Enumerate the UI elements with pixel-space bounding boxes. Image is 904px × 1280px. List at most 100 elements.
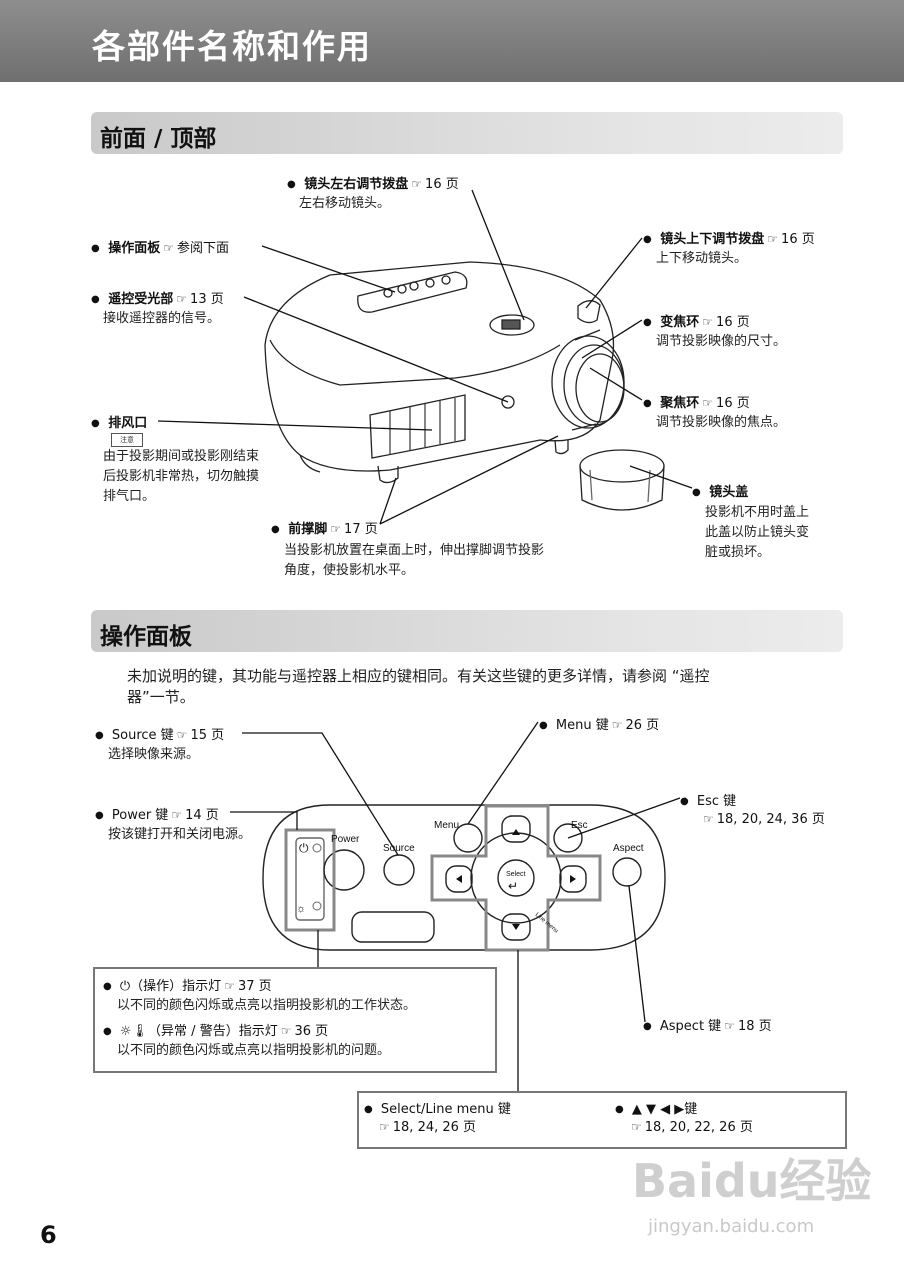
- control-panel-ref: 参阅下面: [177, 241, 230, 256]
- reference-hand-icon: ☞: [702, 315, 714, 329]
- svg-text:↵: ↵: [508, 879, 518, 893]
- aspect-key-ref: 18 页: [737, 1019, 772, 1034]
- esc-key-label: Esc 键: [696, 794, 737, 809]
- select-key-ref-line: ☞18, 24, 26 页: [376, 1116, 476, 1135]
- lens-cover-desc-2: 此盖以防止镜头变: [705, 525, 810, 540]
- warn-indicator-desc: 以不同的颜色闪烁或点亮以指明投影机的问题。: [117, 1043, 391, 1058]
- zoom-ring-label: 变焦环: [660, 315, 700, 330]
- svg-text:Esc: Esc: [571, 820, 588, 831]
- power-key-label: Power 键: [111, 808, 169, 823]
- op-indicator-ref: 37 页: [237, 979, 272, 994]
- label-lens-ud-dial: 镜头上下调节拨盘☞16 页: [643, 228, 815, 247]
- label-focus-ring: 聚焦环☞16 页: [643, 392, 750, 411]
- svg-text:Source: Source: [383, 843, 415, 854]
- power-key-desc: 按该键打开和关闭电源。: [108, 827, 252, 842]
- reference-hand-icon: ☞: [280, 1024, 292, 1038]
- lens-lr-desc: 左右移动镜头。: [299, 196, 391, 211]
- lens-cover-desc-1: 投影机不用时盖上: [705, 505, 810, 520]
- label-warning-indicator: ☼🌡（异常 / 警告）指示灯☞36 页: [103, 1020, 328, 1039]
- label-arrow-keys: ▲ ▼ ◀ ▶键: [615, 1098, 697, 1117]
- esc-key-ref-line: ☞18, 20, 24, 36 页: [700, 808, 825, 827]
- aspect-key-label: Aspect 键: [659, 1019, 722, 1034]
- power-symbol-icon: ⏻: [119, 979, 131, 994]
- front-foot-desc-2: 角度，使投影机水平。: [284, 563, 415, 578]
- exhaust-desc-1: 由于投影期间或投影刚结束: [103, 449, 260, 464]
- label-menu-key: Menu 键☞26 页: [539, 714, 659, 733]
- svg-text:Power: Power: [331, 834, 360, 845]
- exhaust-desc-3: 排气口。: [103, 489, 156, 504]
- svg-text:Line menu: Line menu: [534, 912, 559, 935]
- label-lens-lr-dial: 镜头左右调节拨盘☞16 页: [287, 173, 458, 192]
- control-panel-label: 操作面板: [108, 241, 161, 256]
- front-foot-desc-1: 当投影机放置在桌面上时，伸出撑脚调节投影: [284, 543, 545, 558]
- reference-hand-icon: ☞: [163, 241, 175, 255]
- esc-key-ref: 18, 20, 24, 36 页: [716, 812, 825, 827]
- section-title-panel: 操作面板: [100, 624, 192, 650]
- power-key-ref: 14 页: [185, 808, 219, 823]
- menu-key-ref: 26 页: [625, 718, 660, 733]
- label-select-key: Select/Line menu 键: [364, 1098, 511, 1117]
- menu-key-label: Menu 键: [555, 718, 609, 733]
- reference-hand-icon: ☞: [411, 177, 423, 191]
- reference-hand-icon: ☞: [611, 718, 623, 732]
- reference-hand-icon: ☞: [724, 1019, 735, 1033]
- label-power-key: Power 键☞14 页: [95, 804, 219, 823]
- label-front-foot: 前撑脚☞17 页: [271, 518, 378, 537]
- arrow-keys-ref: 18, 20, 22, 26 页: [644, 1120, 753, 1135]
- lamp-temp-icon: ☼🌡: [119, 1024, 149, 1039]
- svg-text:☼: ☼: [296, 903, 306, 915]
- svg-text:Aspect: Aspect: [613, 843, 644, 854]
- op-indicator-desc: 以不同的颜色闪烁或点亮以指明投影机的工作状态。: [117, 998, 417, 1013]
- reference-hand-icon: ☞: [176, 292, 188, 306]
- focus-ring-desc: 调节投影映像的焦点。: [656, 415, 787, 430]
- panel-intro: 未加说明的键，其功能与遥控器上相应的键相同。有关这些键的更多详情，请参阅 “遥控…: [127, 666, 857, 708]
- caution-icon: 注意: [111, 433, 143, 447]
- reference-hand-icon: ☞: [330, 522, 342, 536]
- svg-text:Select: Select: [506, 871, 526, 878]
- reference-hand-icon: ☞: [702, 396, 714, 410]
- reference-hand-icon: ☞: [767, 232, 779, 246]
- focus-ring-label: 聚焦环: [660, 396, 700, 411]
- label-remote-receiver: 遥控受光部☞13 页: [91, 288, 224, 307]
- remote-receiver-ref: 13 页: [190, 292, 224, 307]
- header-bar: [0, 0, 904, 82]
- panel-intro-line-1: 未加说明的键，其功能与遥控器上相应的键相同。有关这些键的更多详情，请参阅 “遥控: [127, 667, 710, 685]
- page-title: 各部件名称和作用: [92, 27, 372, 66]
- lens-ud-ref: 16 页: [781, 232, 815, 247]
- source-key-desc: 选择映像来源。: [108, 747, 200, 762]
- zoom-ring-ref: 16 页: [716, 315, 750, 330]
- label-aspect-key: Aspect 键☞18 页: [643, 1015, 772, 1034]
- baidu-watermark-url: jingyan.baidu.com: [648, 1216, 815, 1237]
- section-title-front: 前面 / 顶部: [100, 126, 217, 152]
- remote-receiver-label: 遥控受光部: [108, 292, 174, 307]
- section-header-panel: [91, 610, 843, 652]
- reference-hand-icon: ☞: [171, 808, 183, 822]
- svg-text:⏻: ⏻: [299, 841, 309, 855]
- front-foot-ref: 17 页: [344, 522, 378, 537]
- lens-lr-label: 镜头左右调节拨盘: [304, 177, 409, 192]
- warn-indicator-label: （异常 / 警告）指示灯: [148, 1024, 278, 1039]
- warn-indicator-ref: 36 页: [294, 1024, 329, 1039]
- exhaust-label: 排风口: [108, 416, 148, 431]
- focus-ring-ref: 16 页: [716, 396, 750, 411]
- label-zoom-ring: 变焦环☞16 页: [643, 311, 750, 330]
- reference-hand-icon: ☞: [176, 728, 188, 742]
- source-key-label: Source 键: [111, 728, 174, 743]
- label-control-panel: 操作面板☞参阅下面: [91, 237, 229, 256]
- label-exhaust-vent: 排风口: [91, 412, 147, 431]
- label-operation-indicator: ⏻（操作）指示灯☞37 页: [103, 975, 272, 994]
- select-key-ref: 18, 24, 26 页: [392, 1120, 477, 1135]
- panel-intro-line-2: 器”一节。: [127, 688, 195, 706]
- reference-hand-icon: ☞: [224, 979, 235, 993]
- label-esc-key: Esc 键: [680, 790, 736, 809]
- section-header-front: [91, 112, 843, 154]
- exhaust-desc-2: 后投影机非常热，切勿触摸: [103, 469, 260, 484]
- arrow-keys-ref-line: ☞18, 20, 22, 26 页: [628, 1116, 753, 1135]
- svg-text:Menu: Menu: [434, 820, 459, 831]
- lens-cover-desc-3: 脏或损坏。: [705, 545, 771, 560]
- lens-ud-desc: 上下移动镜头。: [656, 251, 748, 266]
- label-lens-cover: 镜头盖: [692, 481, 748, 500]
- label-source-key: Source 键☞15 页: [95, 724, 224, 743]
